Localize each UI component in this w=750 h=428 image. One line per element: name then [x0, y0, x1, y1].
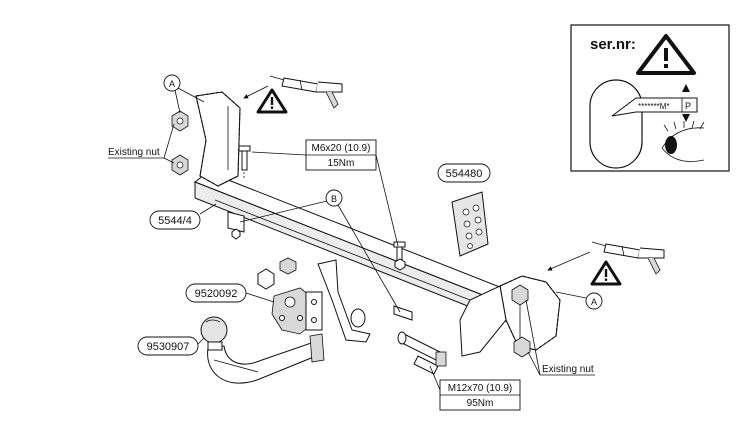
part-label-main-bar: 5544/4: [149, 203, 217, 230]
callout-a-right-label: A: [591, 297, 597, 307]
part-label-electrical-kit: 554480: [437, 163, 491, 183]
small-nut-left: [231, 228, 241, 240]
vehicle-outline: [589, 79, 643, 169]
small-bolt-torque: 15Nm: [328, 158, 355, 169]
existing-nut-left-lower: [171, 154, 189, 176]
serial-plate-code: *******M*: [638, 102, 670, 111]
center-mount-bracket: [227, 211, 413, 343]
warning-triangle-icon: [256, 88, 288, 114]
serial-plate: *******M* P: [611, 84, 698, 122]
warning-triangle-icon: [636, 34, 696, 75]
existing-nut-label-left: Existing nut: [108, 123, 175, 164]
eye-icon: [661, 120, 705, 162]
electrical-socket-kit: [451, 191, 489, 257]
small-bolt-size: M6x20 (10.9): [312, 143, 371, 154]
left-side-plate: [195, 91, 241, 187]
part-number-electrical-kit: 554480: [446, 168, 483, 180]
serial-panel-title: ser.nr:: [590, 36, 636, 53]
callout-a-right: A: [555, 291, 603, 310]
bolt-spec-small: M6x20 (10.9) 15Nm: [251, 139, 399, 247]
callout-a-left-label: A: [169, 79, 175, 89]
bracket-plate: [257, 257, 323, 335]
bolt-spec-large: M12x70 (10.9) 95Nm: [429, 365, 521, 411]
large-bolt: [397, 331, 447, 375]
large-bolt-torque: 95Nm: [467, 398, 494, 409]
part-number-bracket: 9520092: [195, 288, 238, 300]
existing-nut-left-upper: [171, 110, 189, 132]
existing-nut-text-right: Existing nut: [542, 364, 594, 375]
tow-ball: [200, 316, 325, 384]
callout-b: B: [239, 189, 401, 313]
small-bolt-upper: [238, 145, 251, 180]
small-bolt-right: [393, 241, 406, 271]
existing-nut-right-upper: [511, 284, 529, 306]
serial-plate-p: P: [685, 101, 691, 111]
serial-number-panel: ser.nr: *******M* P: [570, 24, 730, 172]
part-label-bracket: 9520092: [185, 283, 275, 303]
sealant-gun-icon: [269, 75, 343, 109]
existing-nut-text-left: Existing nut: [108, 147, 160, 158]
part-number-main-bar: 5544/4: [158, 215, 192, 227]
sealant-gun-icon: [591, 241, 665, 275]
callout-b-label: B: [331, 194, 337, 204]
large-bolt-size: M12x70 (10.9): [448, 383, 512, 394]
callout-a-left: A: [163, 74, 205, 114]
part-number-tow-ball: 9530907: [147, 341, 190, 353]
warning-triangle-icon: [590, 260, 622, 286]
existing-nut-label-right: Existing nut: [525, 299, 595, 376]
part-label-tow-ball: 9530907: [137, 336, 205, 356]
existing-nut-right-lower: [513, 336, 531, 358]
